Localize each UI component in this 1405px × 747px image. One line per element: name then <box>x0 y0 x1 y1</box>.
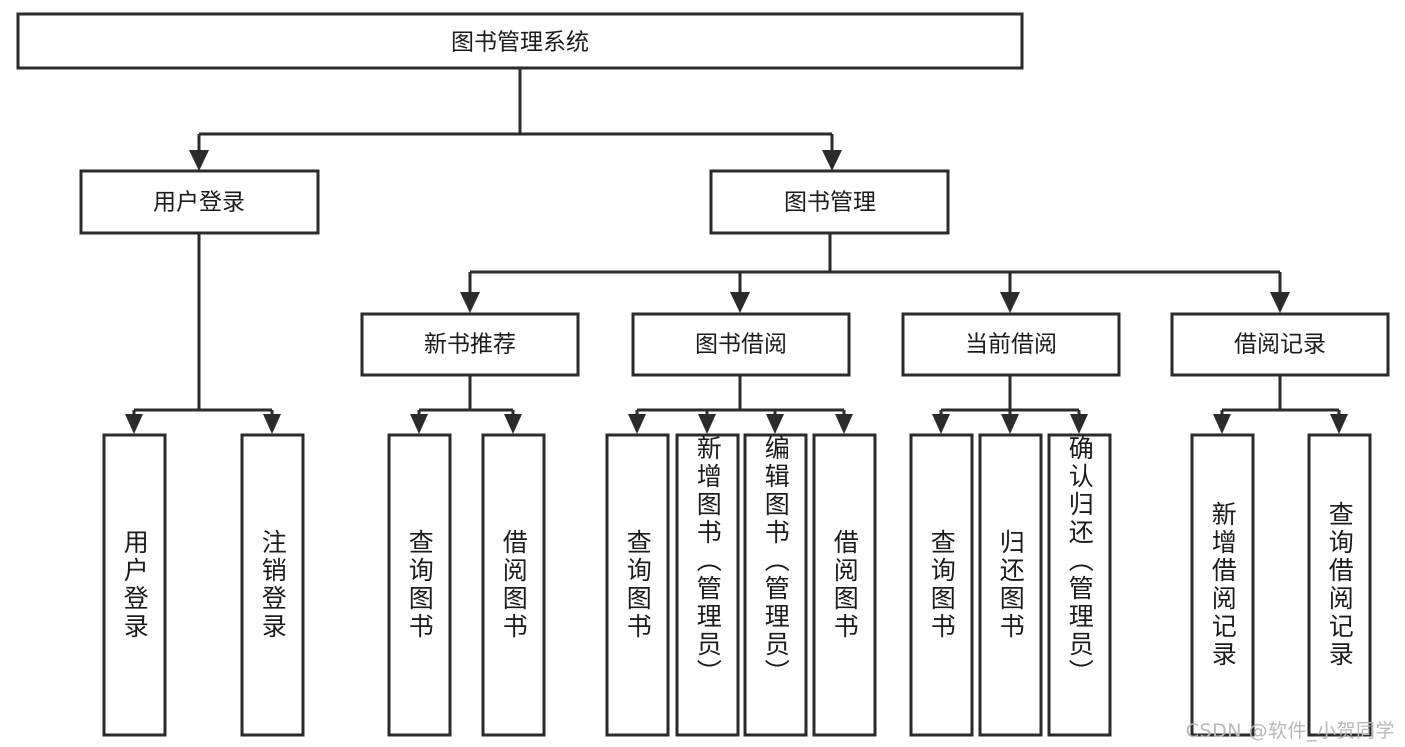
connector-root-to-level2 <box>189 68 842 171</box>
node-book-borrow-label: 图书借阅 <box>695 332 787 358</box>
leaf-box[interactable] <box>240 433 305 737</box>
leaf-box[interactable] <box>387 433 452 737</box>
connector-new-book-to-leaves <box>410 375 522 434</box>
connector-borrow-to-leaves <box>628 375 853 434</box>
leaf-box[interactable] <box>743 433 808 737</box>
node-user-login-label: 用户登录 <box>153 190 245 216</box>
node-book-management-label: 图书管理 <box>784 190 876 216</box>
connector-book-mgmt-to-level3 <box>460 233 1290 313</box>
watermark-text: CSDN @软件_小贺同学 <box>1185 720 1395 742</box>
leaf-box[interactable] <box>812 433 877 737</box>
node-new-book-recommend[interactable]: 新书推荐 <box>360 312 580 377</box>
leaf-box[interactable] <box>481 433 546 737</box>
leaf-box-group <box>102 433 1372 737</box>
leaf-box[interactable] <box>675 433 740 737</box>
node-new-book-recommend-label: 新书推荐 <box>424 332 516 358</box>
connector-current-borrow-to-leaves <box>932 375 1088 434</box>
connector-borrow-record-to-leaves <box>1213 375 1348 434</box>
leaf-box[interactable] <box>978 433 1043 737</box>
node-user-login[interactable]: 用户登录 <box>79 169 320 235</box>
leaf-box[interactable] <box>102 433 167 737</box>
leaf-box[interactable] <box>909 433 974 737</box>
node-root-label: 图书管理系统 <box>451 30 589 56</box>
node-borrow-record-label: 借阅记录 <box>1234 332 1326 358</box>
leaf-box[interactable] <box>605 433 670 737</box>
node-current-borrow-label: 当前借阅 <box>965 332 1057 358</box>
node-root[interactable]: 图书管理系统 <box>16 12 1024 70</box>
node-current-borrow[interactable]: 当前借阅 <box>901 312 1121 377</box>
node-borrow-record[interactable]: 借阅记录 <box>1170 312 1390 377</box>
node-book-management[interactable]: 图书管理 <box>709 169 950 235</box>
connector-user-login-to-leaves <box>125 233 281 434</box>
leaf-box[interactable] <box>1047 433 1112 737</box>
node-book-borrow[interactable]: 图书借阅 <box>631 312 851 377</box>
leaf-box[interactable] <box>1190 433 1255 737</box>
leaf-box[interactable] <box>1307 433 1372 737</box>
